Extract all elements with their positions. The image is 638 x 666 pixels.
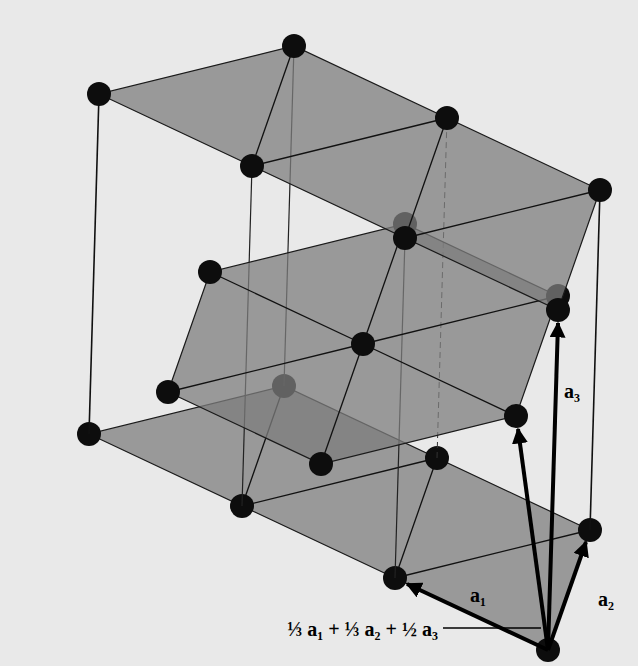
label-holder: a₁ (470, 584, 486, 606)
vector-name: a₂ (598, 588, 614, 610)
label-holder: a₃ (564, 380, 580, 402)
plane-fill (99, 46, 600, 310)
label-holder: ⅓ a₁ + ⅓ a₂ + ½ a₃ (287, 618, 438, 640)
top-plane (87, 34, 612, 322)
vector-arrow (548, 542, 586, 650)
plane-grid (252, 46, 600, 238)
lattice-vectors (407, 323, 586, 650)
vector-name: a₃ (564, 380, 580, 402)
atoms (87, 34, 612, 322)
vector-arrow (407, 584, 548, 650)
leader-line (443, 627, 541, 628)
label-holder: a₂ (598, 588, 614, 610)
prism-verticals (89, 46, 600, 578)
vector-label: ⅓ a₁ + ⅓ a₂ + ½ a₃ (287, 618, 438, 640)
vector-arrow (548, 323, 558, 650)
vector-name: a₁ (470, 584, 486, 606)
vector-arrow (518, 429, 548, 650)
